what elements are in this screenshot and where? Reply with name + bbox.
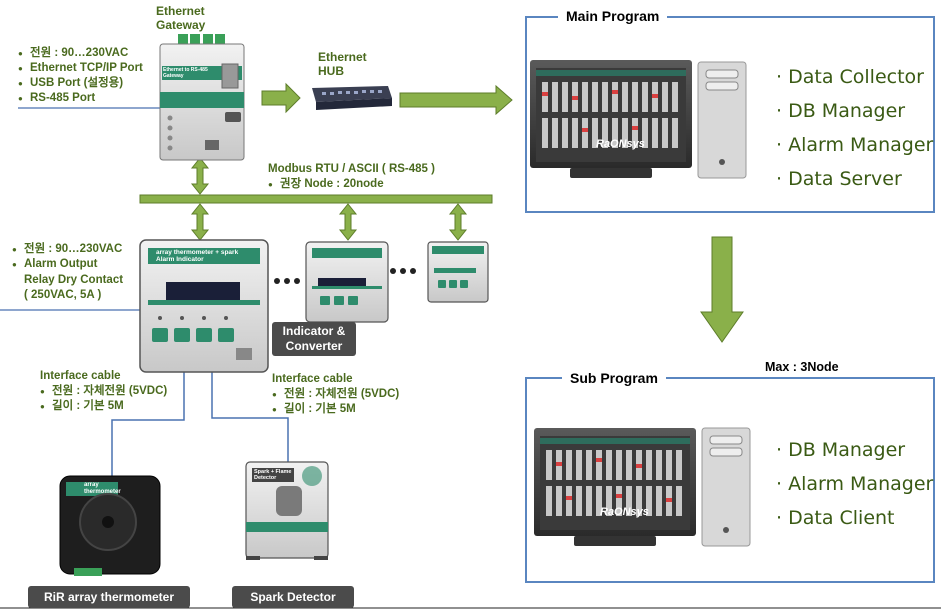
indicator-spec-extra: ( 250VAC, 5A )	[24, 288, 102, 301]
indicator-spec: Alarm Output	[12, 257, 122, 272]
main-program-title: Main Program	[558, 8, 668, 24]
thermometer-device-text: array thermometer	[84, 482, 121, 495]
thermometer-label: RiR array thermometer	[28, 586, 190, 608]
sub-feature: Data Client	[776, 501, 933, 535]
spark-label: Spark Detector	[232, 586, 354, 608]
converter-device-1	[305, 241, 389, 323]
arrow-gateway-bus	[190, 157, 210, 195]
gateway-spec: Ethernet TCP/IP Port	[18, 61, 143, 76]
hub-title: Ethernet HUB	[318, 50, 367, 78]
indicator-specs: 전원 : 90…230VAC Alarm Output	[12, 242, 122, 272]
cable-right-spec: 전원 : 자체전원 (5VDC)	[272, 387, 399, 402]
cable-left-specs: 전원 : 자체전원 (5VDC) 길이 : 기본 5M	[40, 384, 167, 414]
cable-left-spec: 전원 : 자체전원 (5VDC)	[40, 384, 167, 399]
indicator-converter-label: Indicator & Converter	[272, 322, 356, 356]
bus-arrows	[190, 157, 468, 241]
modbus-title: Modbus RTU / ASCII ( RS-485 )	[268, 163, 435, 175]
main-program-features: Data Collector DB Manager Alarm Manager …	[776, 60, 933, 196]
alarm-indicator-device	[139, 239, 269, 373]
thermometer-device	[59, 475, 161, 576]
main-brand-logo: RaONsys	[596, 138, 645, 150]
indicator-spec: 전원 : 90…230VAC	[12, 242, 122, 257]
ellipsis-dots	[274, 268, 416, 284]
arrow-bus-converter1	[338, 203, 358, 241]
spark-device	[245, 461, 329, 560]
sub-brand-logo: RaONsys	[600, 506, 649, 518]
sub-program-max: Max : 3Node	[765, 360, 839, 374]
arrow-gateway-hub	[261, 82, 301, 114]
main-monitor	[530, 60, 747, 179]
cable-to-thermometer	[111, 372, 185, 478]
modbus-node: 권장 Node : 20node	[268, 177, 384, 192]
main-feature: DB Manager	[776, 94, 933, 128]
gateway-device	[159, 34, 245, 161]
modbus-node-item: 권장 Node : 20node	[268, 177, 384, 192]
main-program-box	[525, 16, 935, 213]
arrow-bus-indicator	[190, 203, 210, 241]
main-feature: Data Collector	[776, 60, 933, 94]
rs485-bus-bar	[139, 194, 493, 204]
indicator-specs-extra: Relay Dry Contact ( 250VAC, 5A )	[12, 273, 123, 302]
cable-left-spec: 길이 : 기본 5M	[40, 399, 167, 414]
cable-right-spec: 길이 : 기본 5M	[272, 402, 399, 417]
arrow-hub-main	[399, 84, 513, 116]
cable-left-title: Interface cable	[40, 370, 121, 382]
hub-device	[312, 86, 392, 110]
sub-monitor	[534, 427, 751, 547]
sub-program-box	[525, 377, 935, 583]
cable-right-specs: 전원 : 자체전원 (5VDC) 길이 : 기본 5M	[272, 387, 399, 417]
gateway-spec: RS-485 Port	[18, 91, 143, 106]
gateway-spec: USB Port (설정용)	[18, 76, 143, 91]
spark-device-text: Spark + Flame Detector	[254, 469, 292, 481]
cable-to-spark	[211, 372, 289, 462]
sub-feature: Alarm Manager	[776, 467, 933, 501]
arrow-bus-converter2	[448, 203, 468, 241]
indicator-spec-extra: Relay Dry Contact	[24, 274, 124, 286]
arrow-main-sub	[700, 236, 744, 343]
indicator-device-label: array thermometer + spark Alarm Indicato…	[156, 249, 239, 263]
gateway-device-label: Ethernet to RS-485 Gateway	[163, 67, 208, 79]
gateway-spec: 전원 : 90…230VAC	[18, 46, 143, 61]
cable-right-title: Interface cable	[272, 373, 353, 385]
gateway-specs: 전원 : 90…230VAC Ethernet TCP/IP Port USB …	[18, 46, 143, 106]
sub-program-title: Sub Program	[562, 370, 666, 386]
converter-device-2	[427, 241, 489, 303]
main-feature: Data Server	[776, 162, 933, 196]
sub-program-features: DB Manager Alarm Manager Data Client	[776, 433, 933, 535]
gateway-title: Ethernet Gateway	[156, 4, 206, 32]
main-feature: Alarm Manager	[776, 128, 933, 162]
sub-feature: DB Manager	[776, 433, 933, 467]
